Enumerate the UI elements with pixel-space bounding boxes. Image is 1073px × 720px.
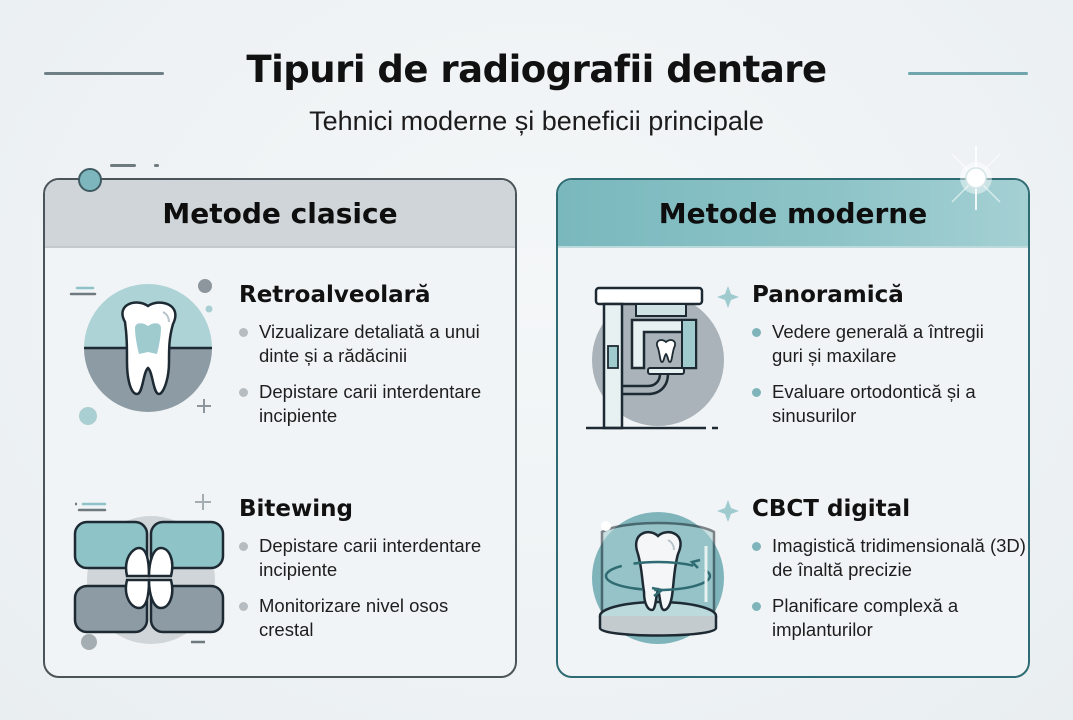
title-divider-left bbox=[44, 72, 164, 75]
method-title: CBCT digital bbox=[752, 496, 911, 522]
title-divider-right bbox=[908, 72, 1028, 75]
title-row: Tipuri de radiografii dentare bbox=[0, 48, 1073, 100]
bullet-dot-icon bbox=[239, 328, 248, 337]
page-title: Tipuri de radiografii dentare bbox=[246, 48, 827, 91]
method-item-bitewing: Bitewing Depistare carii interdentare in… bbox=[45, 492, 515, 672]
benefit-item: Planificare complexă a implanturilor bbox=[752, 594, 1026, 642]
single-tooth-icon bbox=[65, 276, 225, 436]
panel-header-modern: Metode moderne bbox=[558, 180, 1028, 248]
panel-header-classic: Metode clasice bbox=[45, 180, 515, 248]
benefit-item: Imagistică tridimensională (3D) de înalt… bbox=[752, 534, 1026, 582]
bullet-dot-icon bbox=[239, 388, 248, 397]
bullet-dot-icon bbox=[752, 328, 761, 337]
method-item-retroalveolara: Retroalveolară Vizualizare detaliată a u… bbox=[45, 276, 515, 456]
benefit-list: Vedere generală a întregii guri și maxil… bbox=[752, 320, 1012, 440]
method-item-cbct: CBCT digital Imagistică tridimensională … bbox=[558, 492, 1028, 672]
method-title: Panoramică bbox=[752, 282, 904, 308]
method-title: Retroalveolară bbox=[239, 282, 431, 308]
benefit-list: Imagistică tridimensională (3D) de înalt… bbox=[752, 534, 1026, 654]
benefit-list: Depistare carii interdentare incipiente … bbox=[239, 534, 499, 654]
bullet-dot-icon bbox=[239, 602, 248, 611]
cbct-3d-tooth-icon bbox=[582, 492, 742, 652]
bullet-dot-icon bbox=[752, 602, 761, 611]
panoramic-xray-machine-icon bbox=[582, 276, 742, 436]
decor-dot bbox=[78, 168, 102, 192]
bullet-dot-icon bbox=[752, 388, 761, 397]
benefit-item: Evaluare ortodontică și a sinusurilor bbox=[752, 380, 1012, 428]
sparkle-icon bbox=[944, 146, 1008, 210]
benefit-list: Vizualizare detaliată a unui dinte și a … bbox=[239, 320, 489, 440]
bullet-dot-icon bbox=[239, 542, 248, 551]
benefit-item: Vedere generală a întregii guri și maxil… bbox=[752, 320, 1012, 368]
method-title: Bitewing bbox=[239, 496, 353, 522]
bitewing-teeth-icon bbox=[65, 492, 225, 652]
benefit-item: Depistare carii interdentare incipiente bbox=[239, 380, 489, 428]
classic-methods-panel: Metode clasice Re bbox=[43, 178, 517, 678]
page-subtitle: Tehnici moderne și beneficii principale bbox=[309, 106, 764, 136]
decor-dash bbox=[110, 164, 136, 167]
method-item-panoramica: Panoramică Vedere generală a întregii gu… bbox=[558, 276, 1028, 456]
benefit-item: Depistare carii interdentare incipiente bbox=[239, 534, 499, 582]
benefit-item: Vizualizare detaliată a unui dinte și a … bbox=[239, 320, 489, 368]
benefit-item: Monitorizare nivel osos crestal bbox=[239, 594, 499, 642]
decor-dash bbox=[154, 164, 159, 167]
bullet-dot-icon bbox=[752, 542, 761, 551]
modern-methods-panel: Metode moderne Panoramică Ve bbox=[556, 178, 1030, 678]
